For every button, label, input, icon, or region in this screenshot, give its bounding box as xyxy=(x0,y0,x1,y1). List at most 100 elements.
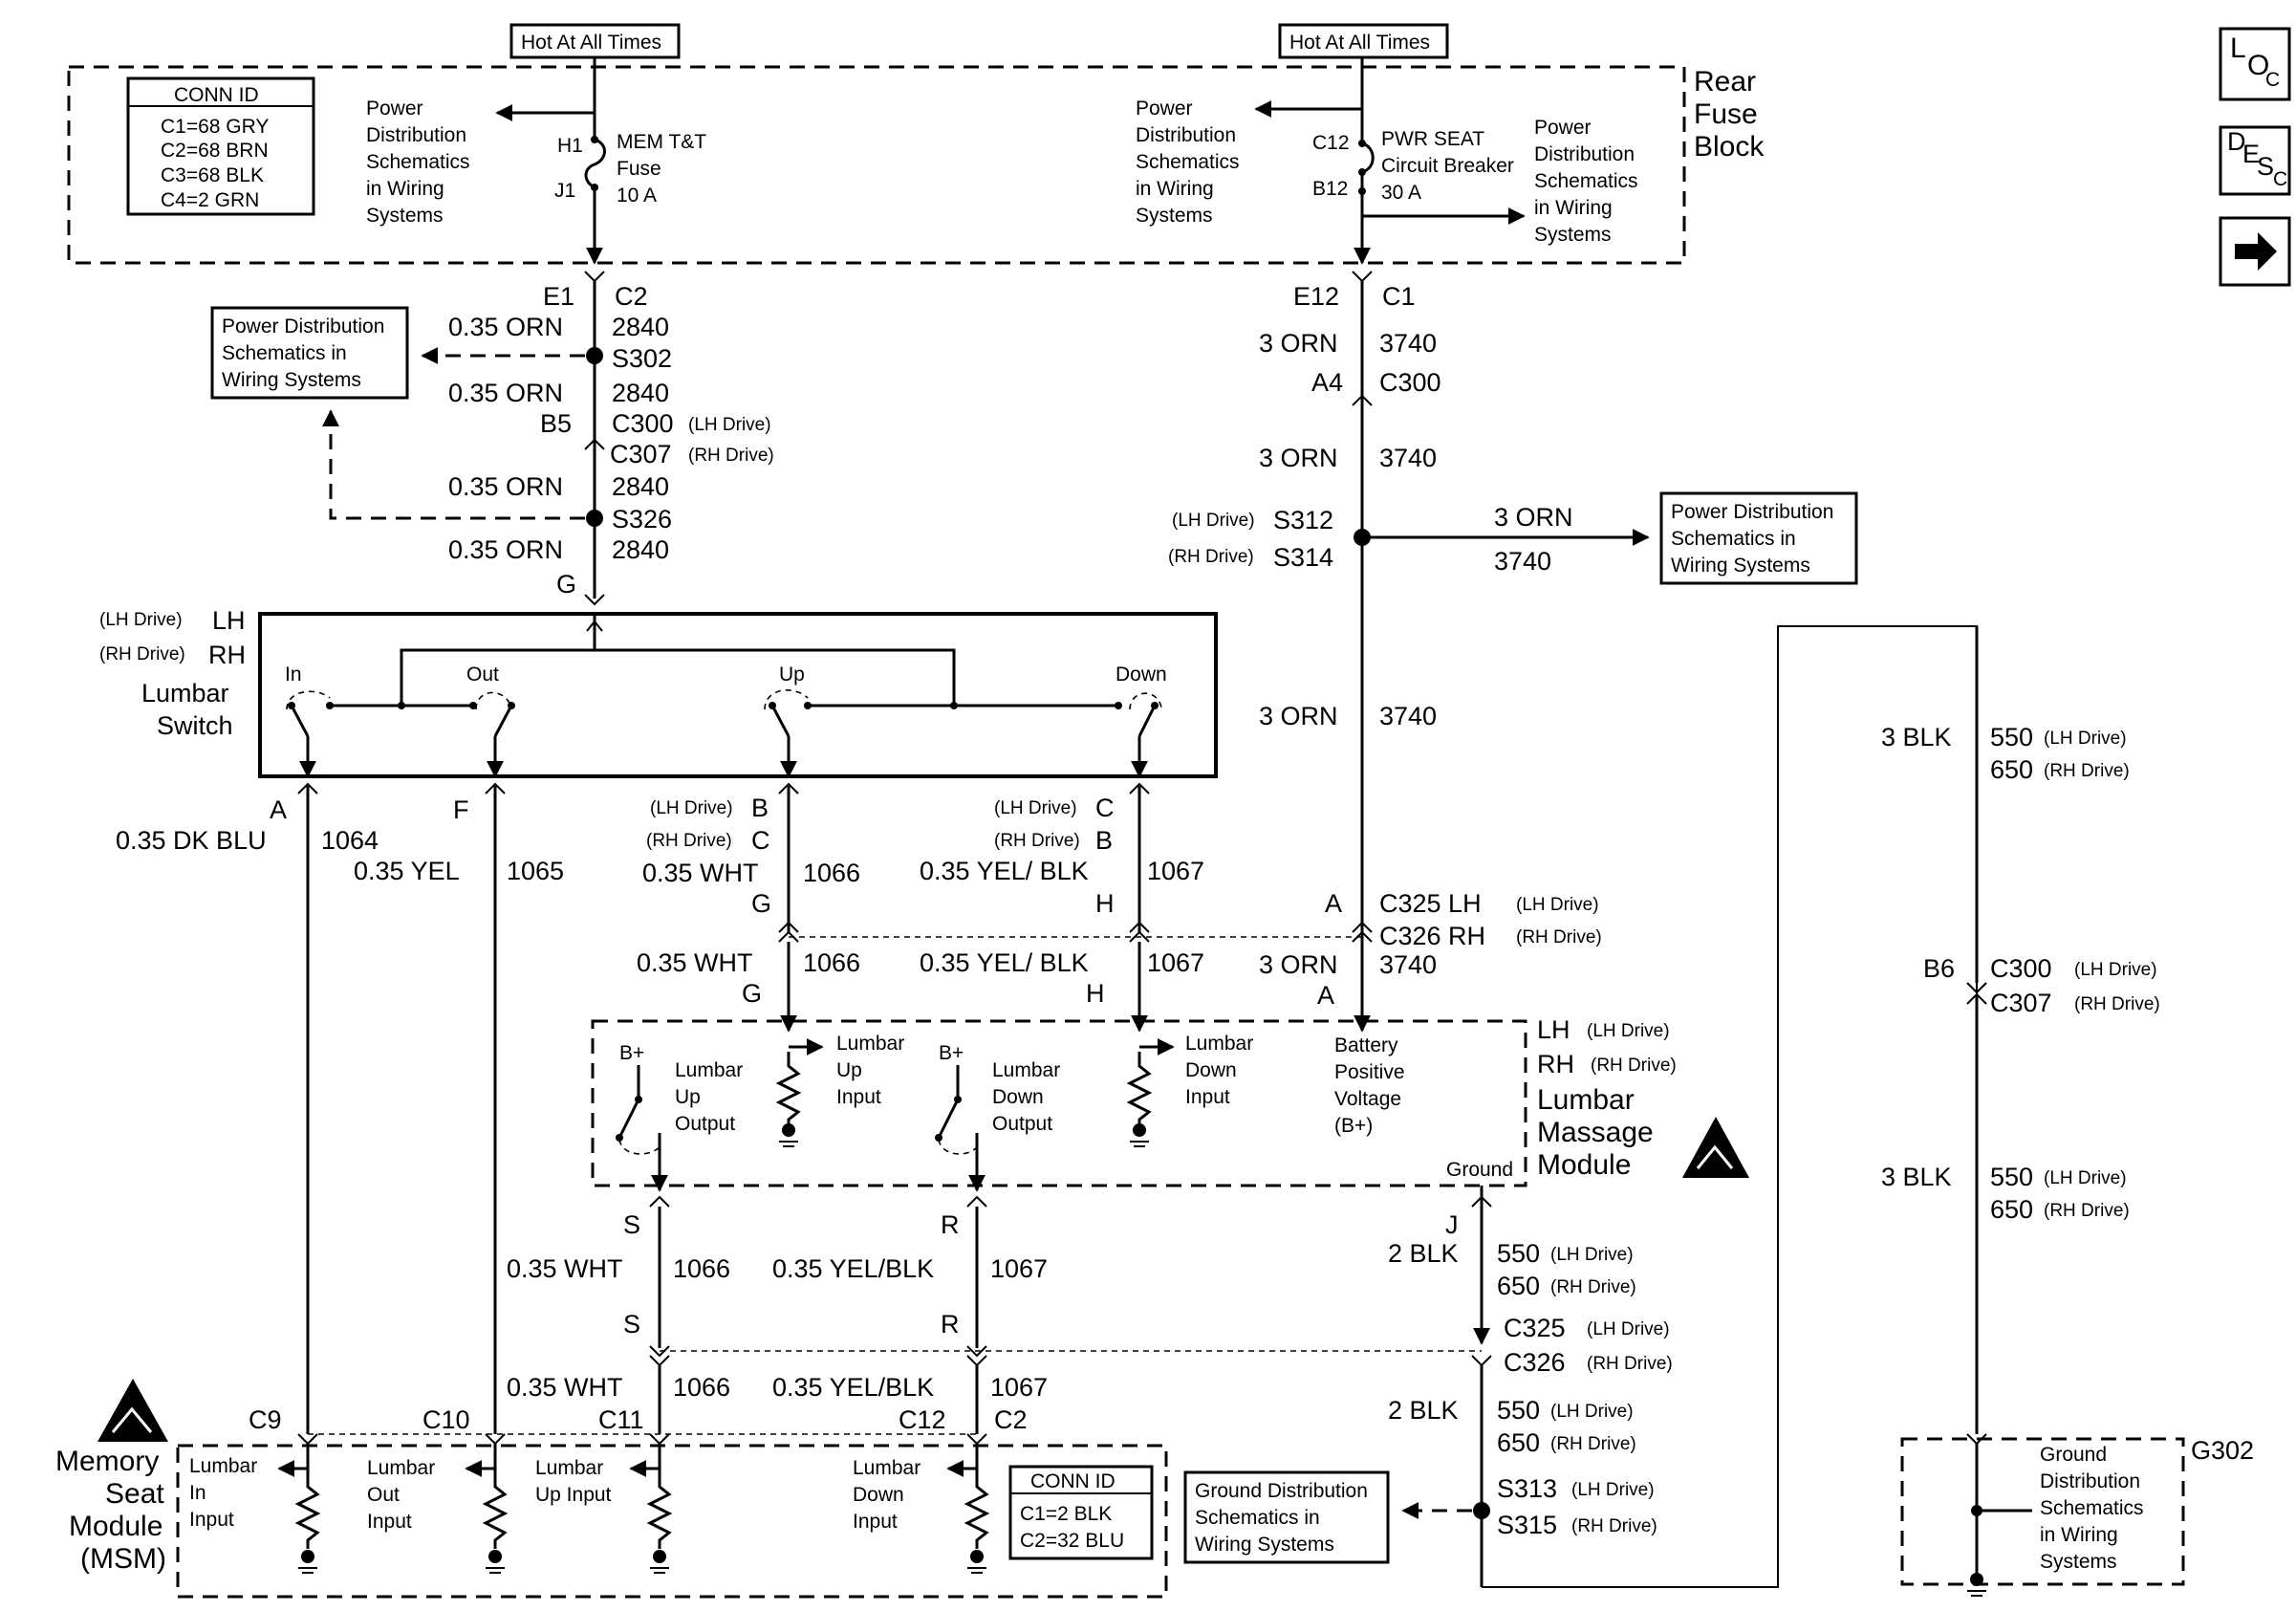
svg-text:in Wiring: in Wiring xyxy=(1136,178,1214,200)
svg-text:(RH Drive): (RH Drive) xyxy=(646,831,732,851)
loc-icon[interactable]: L O C xyxy=(2219,27,2291,101)
svg-text:(MSM): (MSM) xyxy=(80,1543,166,1575)
fuse-block-label-3: Block xyxy=(1694,131,1765,163)
svg-text:550: 550 xyxy=(1497,1396,1540,1425)
svg-text:(RH Drive): (RH Drive) xyxy=(1587,1354,1673,1374)
svg-text:2840: 2840 xyxy=(612,535,669,564)
svg-text:Down: Down xyxy=(1185,1059,1237,1081)
svg-text:Power Distribution: Power Distribution xyxy=(222,316,384,337)
svg-text:550: 550 xyxy=(1990,723,2033,751)
svg-text:B: B xyxy=(1095,826,1113,855)
next-arrow-icon[interactable] xyxy=(2219,216,2291,287)
svg-text:(B+): (B+) xyxy=(1334,1115,1373,1137)
svg-text:H: H xyxy=(1095,889,1115,918)
svg-text:(LH Drive): (LH Drive) xyxy=(1516,895,1599,915)
splice-s326 xyxy=(586,510,603,527)
svg-text:C326 RH: C326 RH xyxy=(1379,922,1485,950)
svg-text:C2: C2 xyxy=(994,1405,1028,1434)
svg-text:Lumbar: Lumbar xyxy=(1185,1033,1253,1055)
contact-up: Up xyxy=(779,664,805,686)
svg-text:(LH Drive): (LH Drive) xyxy=(2074,960,2157,980)
contact-out: Out xyxy=(466,664,499,686)
svg-text:Up: Up xyxy=(675,1086,701,1108)
svg-text:3 BLK: 3 BLK xyxy=(1881,1163,1952,1191)
power-distribution-box-right: Power Distribution Schematics in Wiring … xyxy=(1659,491,1858,585)
svg-text:C3=68 BLK: C3=68 BLK xyxy=(161,164,264,186)
fuse-block-label-2: Fuse xyxy=(1694,98,1758,130)
svg-text:(RH Drive): (RH Drive) xyxy=(1550,1434,1636,1454)
svg-text:(RH Drive): (RH Drive) xyxy=(1516,927,1602,947)
svg-text:Fuse: Fuse xyxy=(617,158,661,180)
pin-a: A xyxy=(270,795,287,824)
svg-text:550: 550 xyxy=(1497,1239,1540,1268)
svg-text:Ground Distribution: Ground Distribution xyxy=(1195,1480,1368,1502)
splice-s326-label: S326 xyxy=(612,505,672,533)
svg-text:Input: Input xyxy=(367,1511,412,1533)
svg-text:3 ORN: 3 ORN xyxy=(1259,329,1338,358)
svg-text:S315: S315 xyxy=(1497,1511,1557,1539)
right-feed-circuit-3740: E12 C1 3 ORN 3740 A4 C300 3 ORN 3740 (LH… xyxy=(1168,271,1650,1020)
svg-text:Module: Module xyxy=(1537,1149,1631,1181)
svg-text:2840: 2840 xyxy=(612,379,669,407)
svg-text:Lumbar: Lumbar xyxy=(836,1033,904,1055)
svg-text:3 ORN: 3 ORN xyxy=(1259,950,1338,979)
desc-icon[interactable]: D E S C xyxy=(2219,125,2291,196)
svg-text:J: J xyxy=(1445,1210,1459,1239)
svg-text:1067: 1067 xyxy=(1147,857,1204,885)
ground-distribution-box: Ground Distribution Schematics in Wiring… xyxy=(1183,1470,1390,1564)
fuse-pin-h1: H1 xyxy=(557,135,583,157)
svg-text:(LH Drive): (LH Drive) xyxy=(688,415,771,435)
hot-at-all-times-left: Hot At All Times xyxy=(509,23,681,59)
contact-down: Down xyxy=(1116,664,1167,686)
svg-text:(LH Drive): (LH Drive) xyxy=(1172,511,1255,531)
svg-text:C1=2 BLK: C1=2 BLK xyxy=(1020,1503,1112,1525)
svg-text:Lumbar: Lumbar xyxy=(141,679,229,708)
svg-text:CONN ID: CONN ID xyxy=(174,84,259,106)
svg-text:(LH Drive): (LH Drive) xyxy=(1587,1021,1670,1041)
svg-text:R: R xyxy=(941,1210,960,1239)
svg-text:Distribution: Distribution xyxy=(366,124,466,146)
svg-text:Distribution: Distribution xyxy=(2040,1470,2140,1492)
conn-id-table-top: CONN ID C1=68 GRY C2=68 BRN C3=68 BLK C4… xyxy=(126,76,315,216)
svg-text:C2=32 BLU: C2=32 BLU xyxy=(1020,1530,1124,1552)
pin-g: G xyxy=(556,570,576,599)
svg-text:1066: 1066 xyxy=(673,1254,730,1283)
svg-text:C307: C307 xyxy=(1990,989,2052,1017)
svg-text:C: C xyxy=(2273,168,2287,190)
svg-text:1064: 1064 xyxy=(321,826,379,855)
svg-text:Ground: Ground xyxy=(2040,1444,2107,1466)
svg-text:Schematics in: Schematics in xyxy=(1671,528,1796,550)
svg-text:Up Input: Up Input xyxy=(535,1484,612,1506)
svg-text:Switch: Switch xyxy=(157,711,233,740)
svg-text:2 BLK: 2 BLK xyxy=(1388,1239,1459,1268)
svg-text:2840: 2840 xyxy=(612,472,669,501)
svg-text:1065: 1065 xyxy=(507,857,564,885)
svg-text:Power Distribution: Power Distribution xyxy=(1671,501,1833,523)
svg-text:L: L xyxy=(2230,33,2246,64)
splice-s302-label: S302 xyxy=(612,344,672,373)
svg-text:C: C xyxy=(1095,794,1115,822)
svg-text:Hot At All Times: Hot At All Times xyxy=(1289,32,1430,54)
svg-text:550: 550 xyxy=(1990,1163,2033,1191)
svg-text:3 ORN: 3 ORN xyxy=(1494,503,1573,532)
c325-c326-connector: A C325 LH (LH Drive) C326 RH (RH Drive) … xyxy=(637,889,1602,1033)
svg-text:C1=68 GRY: C1=68 GRY xyxy=(161,116,269,138)
svg-text:(LH Drive): (LH Drive) xyxy=(994,798,1077,818)
svg-text:0.35 YEL/BLK: 0.35 YEL/BLK xyxy=(772,1254,934,1283)
svg-text:Down: Down xyxy=(992,1086,1044,1108)
svg-text:Ground: Ground xyxy=(1446,1159,1513,1181)
svg-text:Schematics: Schematics xyxy=(366,151,470,173)
svg-text:(LH Drive): (LH Drive) xyxy=(2044,729,2127,749)
svg-text:Wiring Systems: Wiring Systems xyxy=(222,369,361,391)
svg-text:3740: 3740 xyxy=(1379,950,1437,979)
svg-text:RH: RH xyxy=(1537,1050,1574,1078)
svg-text:C2=68 BRN: C2=68 BRN xyxy=(161,140,269,162)
svg-text:C: C xyxy=(751,826,770,855)
svg-text:650: 650 xyxy=(1990,755,2033,784)
svg-text:Lumbar: Lumbar xyxy=(189,1455,257,1477)
svg-text:Systems: Systems xyxy=(1136,205,1213,227)
lumbar-switch: (LH Drive) LH (RH Drive) RH Lumbar Switc… xyxy=(99,606,1218,778)
svg-text:(RH Drive): (RH Drive) xyxy=(1168,547,1254,567)
svg-text:Up: Up xyxy=(836,1059,862,1081)
